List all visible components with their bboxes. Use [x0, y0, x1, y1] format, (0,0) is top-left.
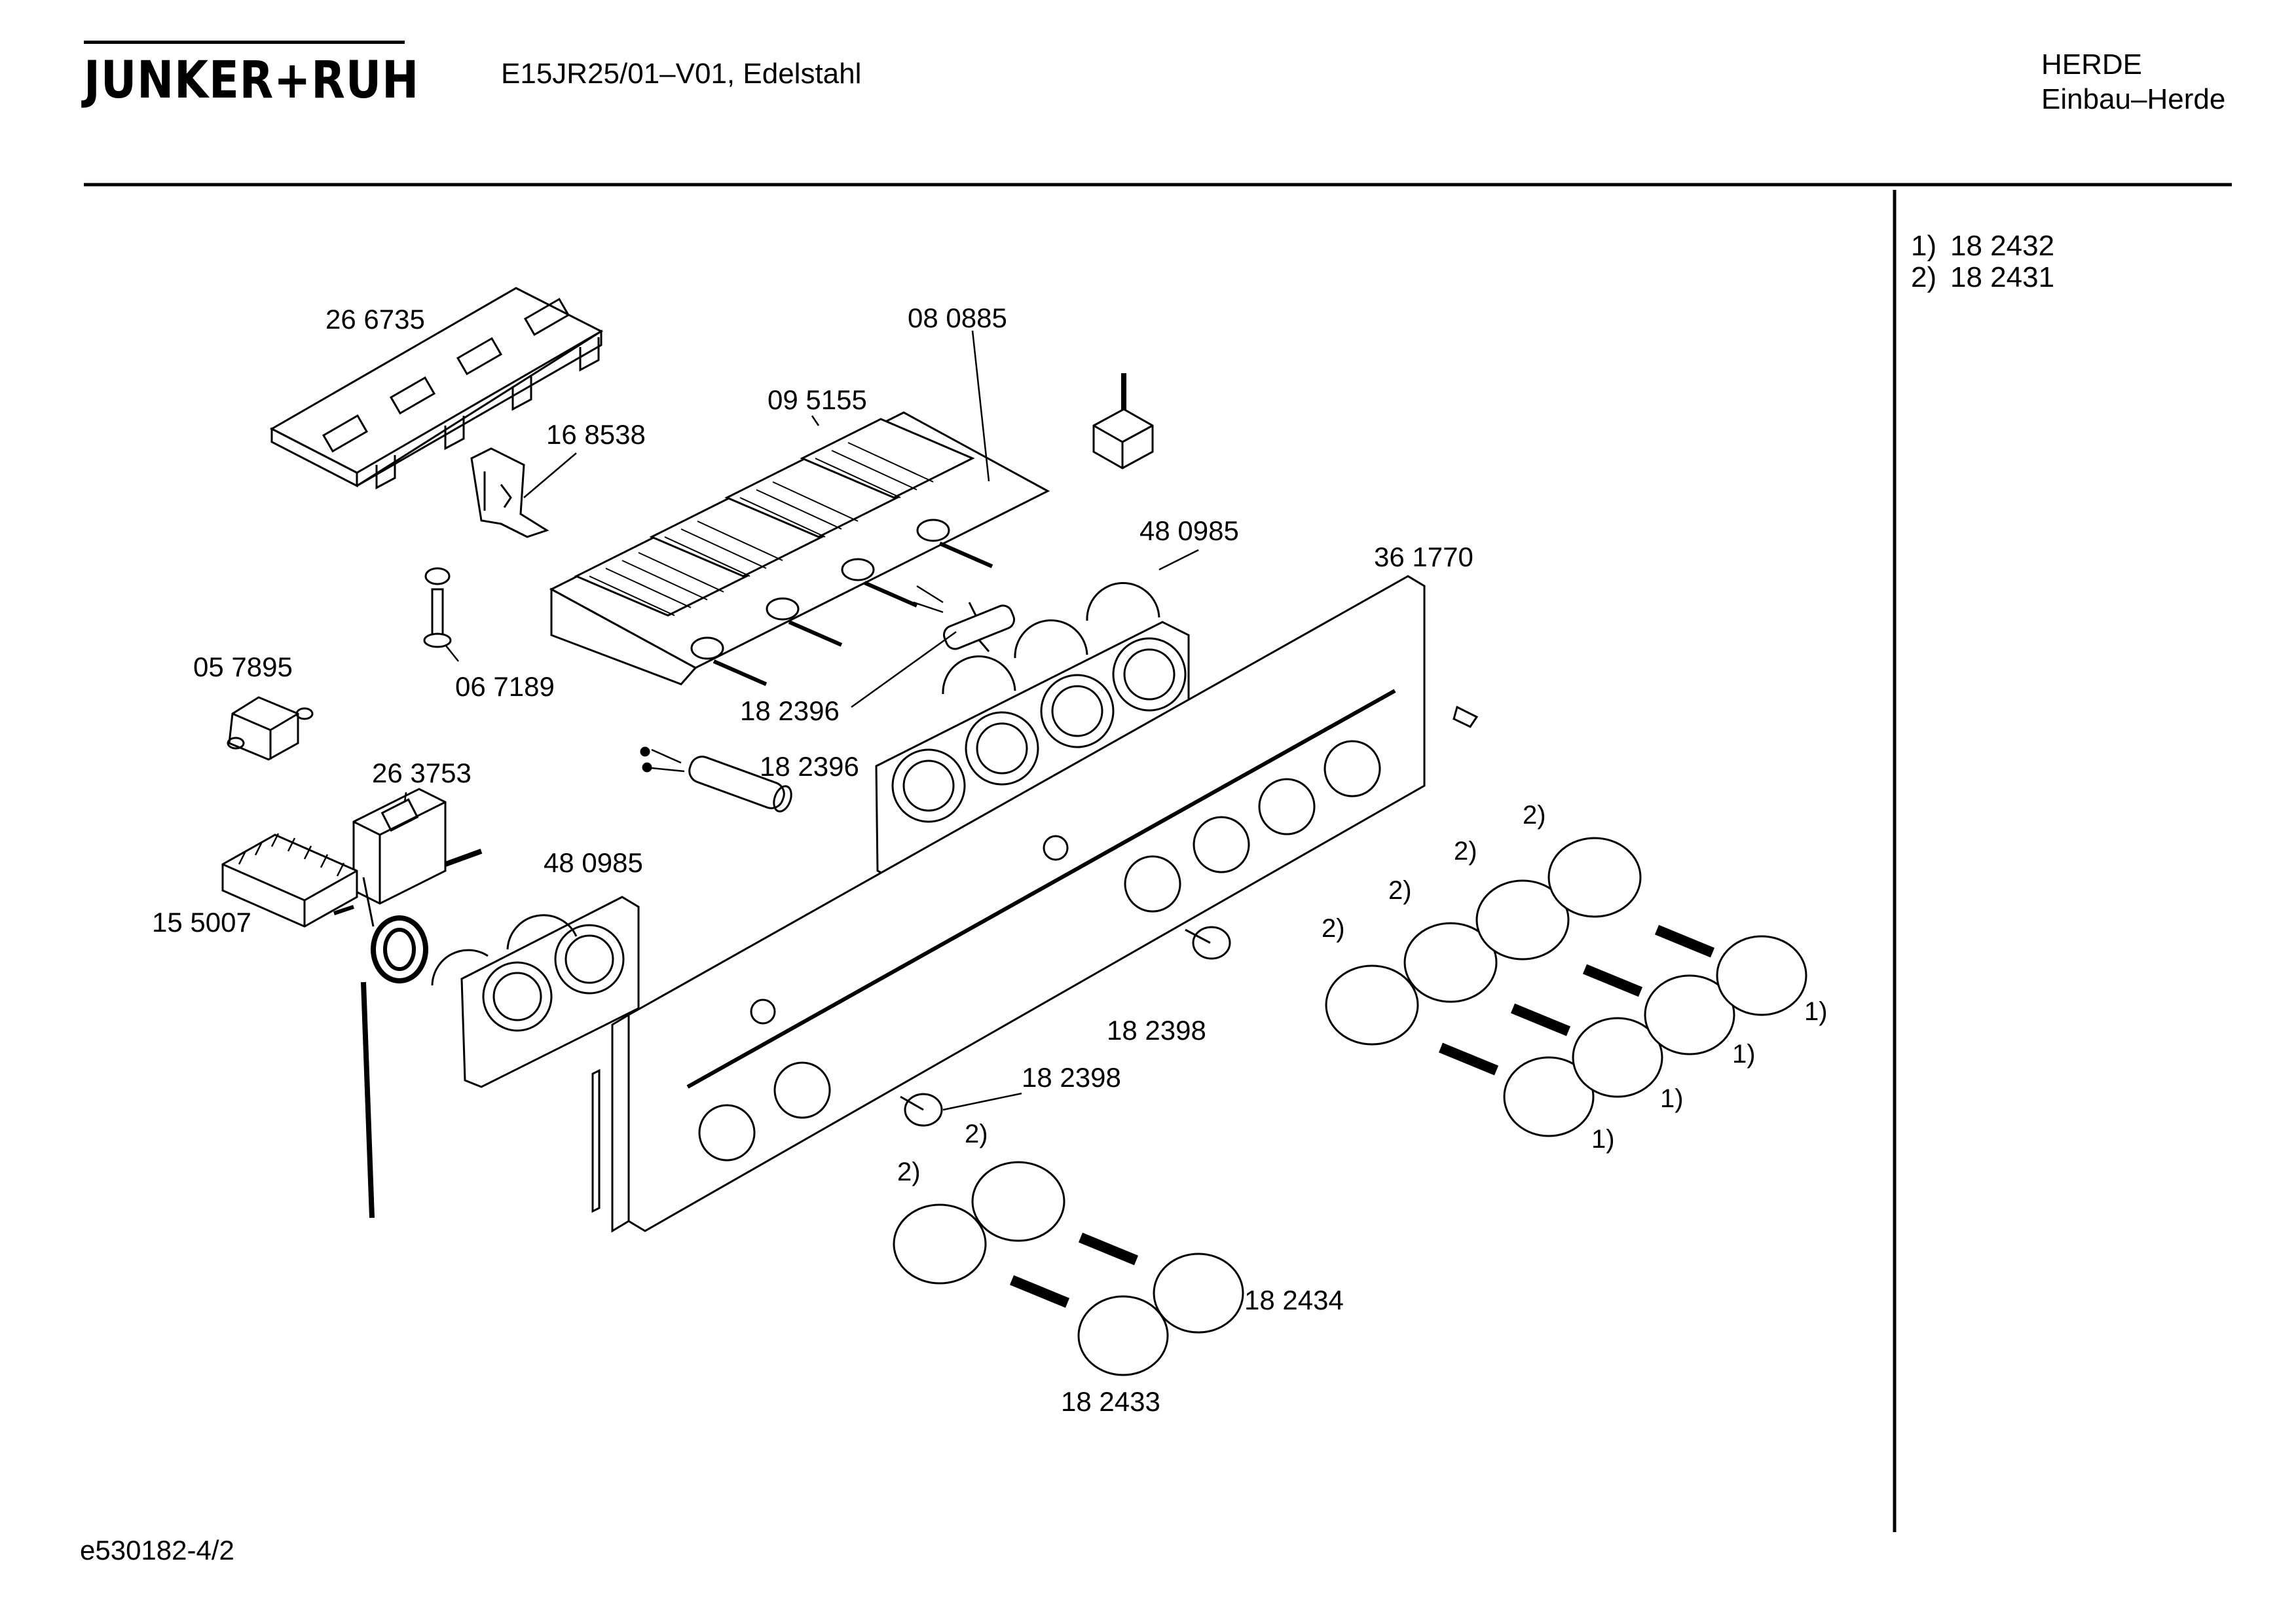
- small-clip: [1453, 705, 1479, 728]
- part-label-080885: 08 0885: [908, 302, 1007, 333]
- part-label-057895: 05 7895: [193, 651, 293, 682]
- leader-168538: [523, 452, 577, 498]
- part-label-263753: 26 3753: [372, 758, 472, 788]
- switch-155007: [221, 833, 358, 928]
- spindle-182398-a: [1185, 926, 1231, 960]
- knob-cap-group-bottom: [893, 1161, 1065, 1285]
- callout-footnote-2: 2): [897, 1158, 921, 1186]
- callout-footnote-2: 2): [965, 1120, 988, 1148]
- leader-182396-a: [851, 631, 957, 708]
- part-label-168538: 16 8538: [546, 419, 646, 450]
- legend-row: 2) 18 2431: [1911, 262, 2054, 293]
- part-label-182398-b: 18 2398: [1022, 1062, 1121, 1093]
- model-title: E15JR25/01–V01, Edelstahl: [501, 58, 862, 90]
- knob-group-bottom: [1009, 1232, 1244, 1376]
- knob-group-right: [1438, 925, 1807, 1137]
- callout-footnote-1: 1): [1804, 997, 1828, 1026]
- callout-footnote-2: 2): [1322, 914, 1345, 943]
- part-label-095155: 09 5155: [768, 384, 867, 415]
- subcategory-label: Einbau–Herde: [2041, 83, 2226, 115]
- category-block: HERDE Einbau–Herde: [2041, 47, 2225, 117]
- part-label-182434: 18 2434: [1244, 1285, 1344, 1315]
- callout-footnote-1: 1): [1732, 1040, 1756, 1069]
- bracket-266735: [269, 287, 604, 490]
- legend-key: 1): [1911, 230, 1937, 262]
- capillary-coil: [361, 877, 428, 1218]
- part-label-155007: 15 5007: [152, 907, 251, 938]
- brand-logo-rule: [84, 41, 405, 44]
- part-057895: [227, 696, 314, 761]
- screw-067189: [423, 567, 452, 648]
- leader-182398-b: [942, 1092, 1022, 1111]
- terminal-block-assembly: [549, 411, 1050, 686]
- filter-cylinder-b: [640, 746, 792, 813]
- legend-part-number: 18 2431: [1950, 261, 2055, 293]
- document-reference: e530182-4/2: [80, 1535, 234, 1566]
- legend-row: 1) 18 2432: [1911, 230, 2054, 262]
- part-label-361770: 36 1770: [1374, 541, 1473, 572]
- callout-footnote-2: 2): [1523, 801, 1546, 830]
- category-label: HERDE: [2041, 48, 2143, 81]
- spindle-182398-b: [900, 1093, 943, 1127]
- legend-key: 2): [1911, 261, 1937, 293]
- callout-footnote-1: 1): [1591, 1125, 1615, 1154]
- callout-footnote-2: 2): [1388, 876, 1412, 905]
- clip-168538: [470, 447, 549, 538]
- leader-095155: [811, 415, 820, 426]
- footnote-legend: 1) 18 2432 2) 18 2431: [1911, 230, 2054, 293]
- part-label-266735: 26 6735: [325, 304, 425, 335]
- leader-080885: [971, 330, 990, 482]
- callout-footnote-1: 1): [1660, 1084, 1684, 1113]
- switch-holder-top-480985: [875, 582, 1190, 885]
- part-label-480985-left: 48 0985: [544, 847, 643, 878]
- part-label-067189: 06 7189: [455, 671, 555, 702]
- control-panel-361770: [591, 575, 1426, 1233]
- part-label-182396-a: 18 2396: [740, 695, 840, 726]
- leader-263753: [403, 792, 407, 803]
- connector-pin: [1092, 373, 1154, 469]
- leader-480985-top: [1158, 549, 1199, 571]
- knob-cap-group-right: [1325, 837, 1642, 1046]
- brand-logo-text: JUNKER+RUH: [84, 51, 420, 110]
- part-label-182396-b: 18 2396: [760, 751, 859, 782]
- filter-cylinder-a: [913, 585, 1016, 650]
- callout-footnote-2: 2): [1454, 837, 1477, 866]
- legend-part-number: 18 2432: [1950, 230, 2055, 262]
- switch-holder-left-480985: [431, 896, 640, 1088]
- leader-067189: [445, 644, 459, 662]
- thermostat-263753: [352, 788, 483, 905]
- part-label-182398-a: 18 2398: [1107, 1015, 1206, 1046]
- part-label-480985-top: 48 0985: [1139, 515, 1239, 546]
- part-label-182433: 18 2433: [1061, 1386, 1160, 1417]
